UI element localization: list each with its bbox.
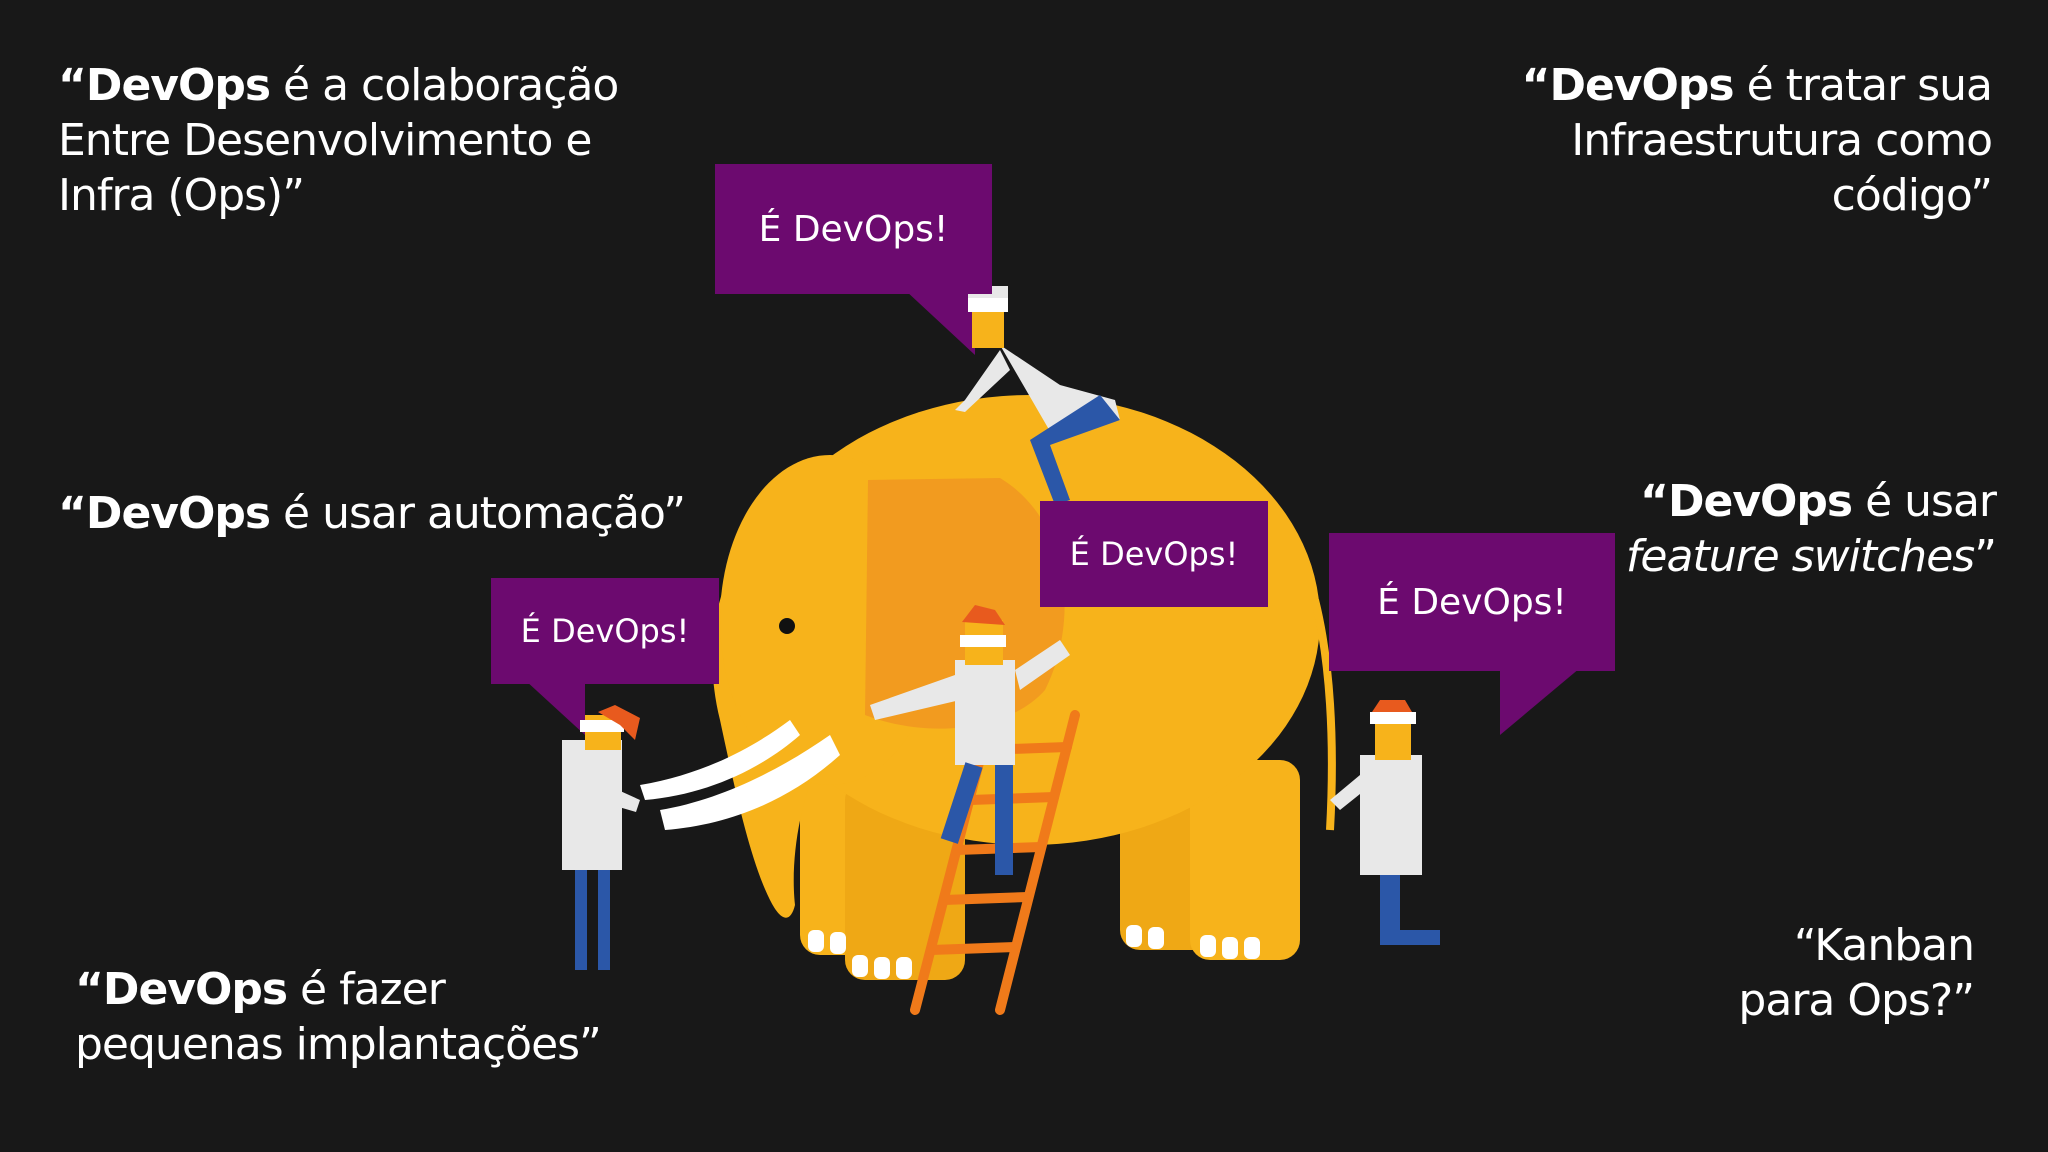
quote-text: é fazer (287, 964, 446, 1015)
speech-bubble-top: É DevOps! (715, 164, 992, 294)
person-middle (870, 605, 1070, 875)
quote-keyword: DevOps (1549, 60, 1734, 111)
quote-automation: “DevOps é usar automação” (58, 486, 686, 541)
quote-keyword: DevOps (85, 60, 271, 111)
quote-line: Entre Desenvolvimento e (58, 115, 592, 166)
quote-text: é usar automação” (270, 488, 686, 539)
quote-keyword: DevOps (85, 488, 271, 539)
quote-close: ” (1974, 531, 1997, 582)
quote-infrastructure-as-code: “DevOps é tratar sua Infraestrutura como… (1521, 58, 1993, 223)
quote-text: é usar (1852, 476, 1997, 527)
quote-open: “ (58, 60, 87, 111)
quote-keyword: DevOps (102, 964, 288, 1015)
speech-bubble-left-text: É DevOps! (520, 612, 690, 650)
elephant-tail (1311, 599, 1336, 831)
quote-line: “Kanban (1793, 920, 1975, 971)
bubble-tail-right (1500, 668, 1580, 735)
quote-keyword: DevOps (1667, 476, 1853, 527)
bubble-tail-top (905, 290, 975, 355)
quote-line: para Ops?” (1738, 975, 1975, 1026)
elephant-tusk-left (660, 735, 840, 830)
elephant-eye (779, 618, 795, 634)
quote-line: pequenas implantações” (75, 1019, 602, 1070)
speech-bubble-right-text: É DevOps! (1377, 581, 1567, 623)
elephant-toenails (808, 925, 1260, 979)
quote-line: Infraestrutura como (1571, 115, 1993, 166)
quote-feature-switches: “DevOps é usar feature switches” (1625, 474, 1997, 584)
quote-kanban: “Kanban para Ops?” (1738, 918, 1975, 1028)
speech-bubble-middle-text: É DevOps! (1069, 535, 1239, 573)
quote-italic: feature switches (1625, 531, 1975, 582)
quote-collaboration: “DevOps é a colaboração Entre Desenvolvi… (58, 58, 619, 223)
quote-text: é tratar sua (1733, 60, 1993, 111)
quote-open: “ (1640, 476, 1669, 527)
elephant-tusk-right (640, 720, 800, 800)
person-top (955, 286, 1120, 505)
quote-open: “ (75, 964, 104, 1015)
quote-open: “ (1521, 60, 1551, 111)
speech-bubble-left: É DevOps! (491, 578, 719, 684)
quote-line: Infra (Ops)” (58, 170, 305, 221)
speech-bubble-right: É DevOps! (1329, 533, 1615, 671)
quote-small-deployments: “DevOps é fazer pequenas implantações” (75, 962, 602, 1072)
person-left (562, 705, 640, 970)
person-right (1330, 700, 1440, 945)
bubble-tail-left (525, 680, 585, 735)
speech-bubble-top-text: É DevOps! (758, 208, 949, 250)
speech-bubble-middle: É DevOps! (1040, 501, 1268, 607)
quote-line: código” (1831, 170, 1993, 221)
quote-text: é a colaboração (270, 60, 619, 111)
quote-open: “ (58, 488, 87, 539)
